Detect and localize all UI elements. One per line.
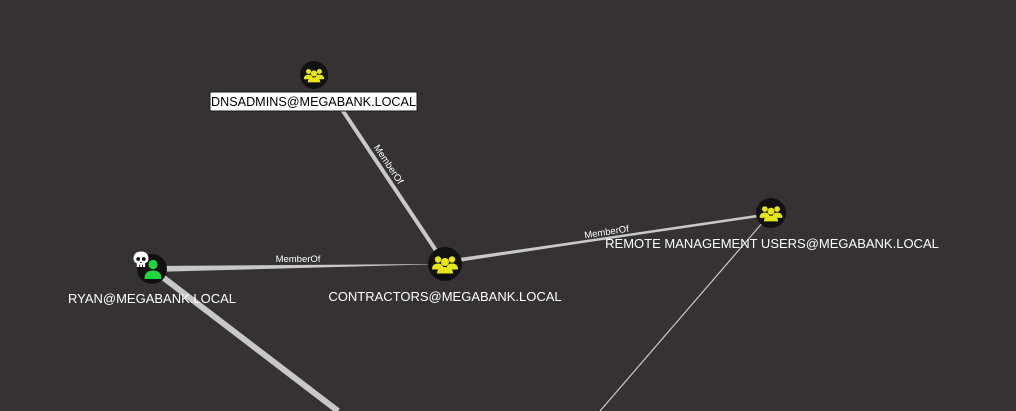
node-label-remote-management-users: REMOTE MANAGEMENT USERS@MEGABANK.LOCAL	[605, 236, 939, 251]
edge-label-ryan-contractors: MemberOf	[276, 254, 321, 265]
node-contractors[interactable]: CONTRACTORS@MEGABANK.LOCAL	[328, 247, 562, 304]
node-ryan[interactable]: RYAN@MEGABANK.LOCAL	[68, 251, 236, 307]
skull-icon	[133, 251, 149, 267]
user-icon	[144, 259, 162, 279]
edge-ryan-contractors[interactable]	[152, 264, 445, 272]
edge-contractors-remote[interactable]	[444, 212, 772, 264]
selected-label-box	[209, 91, 418, 112]
node-label-dnsadmins: DNSADMINS@MEGABANK.LOCAL	[211, 94, 416, 109]
node-remote-management-users[interactable]: REMOTE MANAGEMENT USERS@MEGABANK.LOCAL	[605, 198, 939, 251]
edge-ryan-offscreen[interactable]	[150, 266, 340, 411]
edge-contractors-dnsadmins[interactable]	[335, 100, 447, 266]
node-label-contractors: CONTRACTORS@MEGABANK.LOCAL	[328, 289, 561, 304]
node-label-ryan: RYAN@MEGABANK.LOCAL	[68, 291, 236, 306]
edge-remote-offscreen[interactable]	[599, 213, 771, 411]
node-dnsadmins[interactable]: DNSADMINS@MEGABANK.LOCAL	[209, 61, 418, 112]
